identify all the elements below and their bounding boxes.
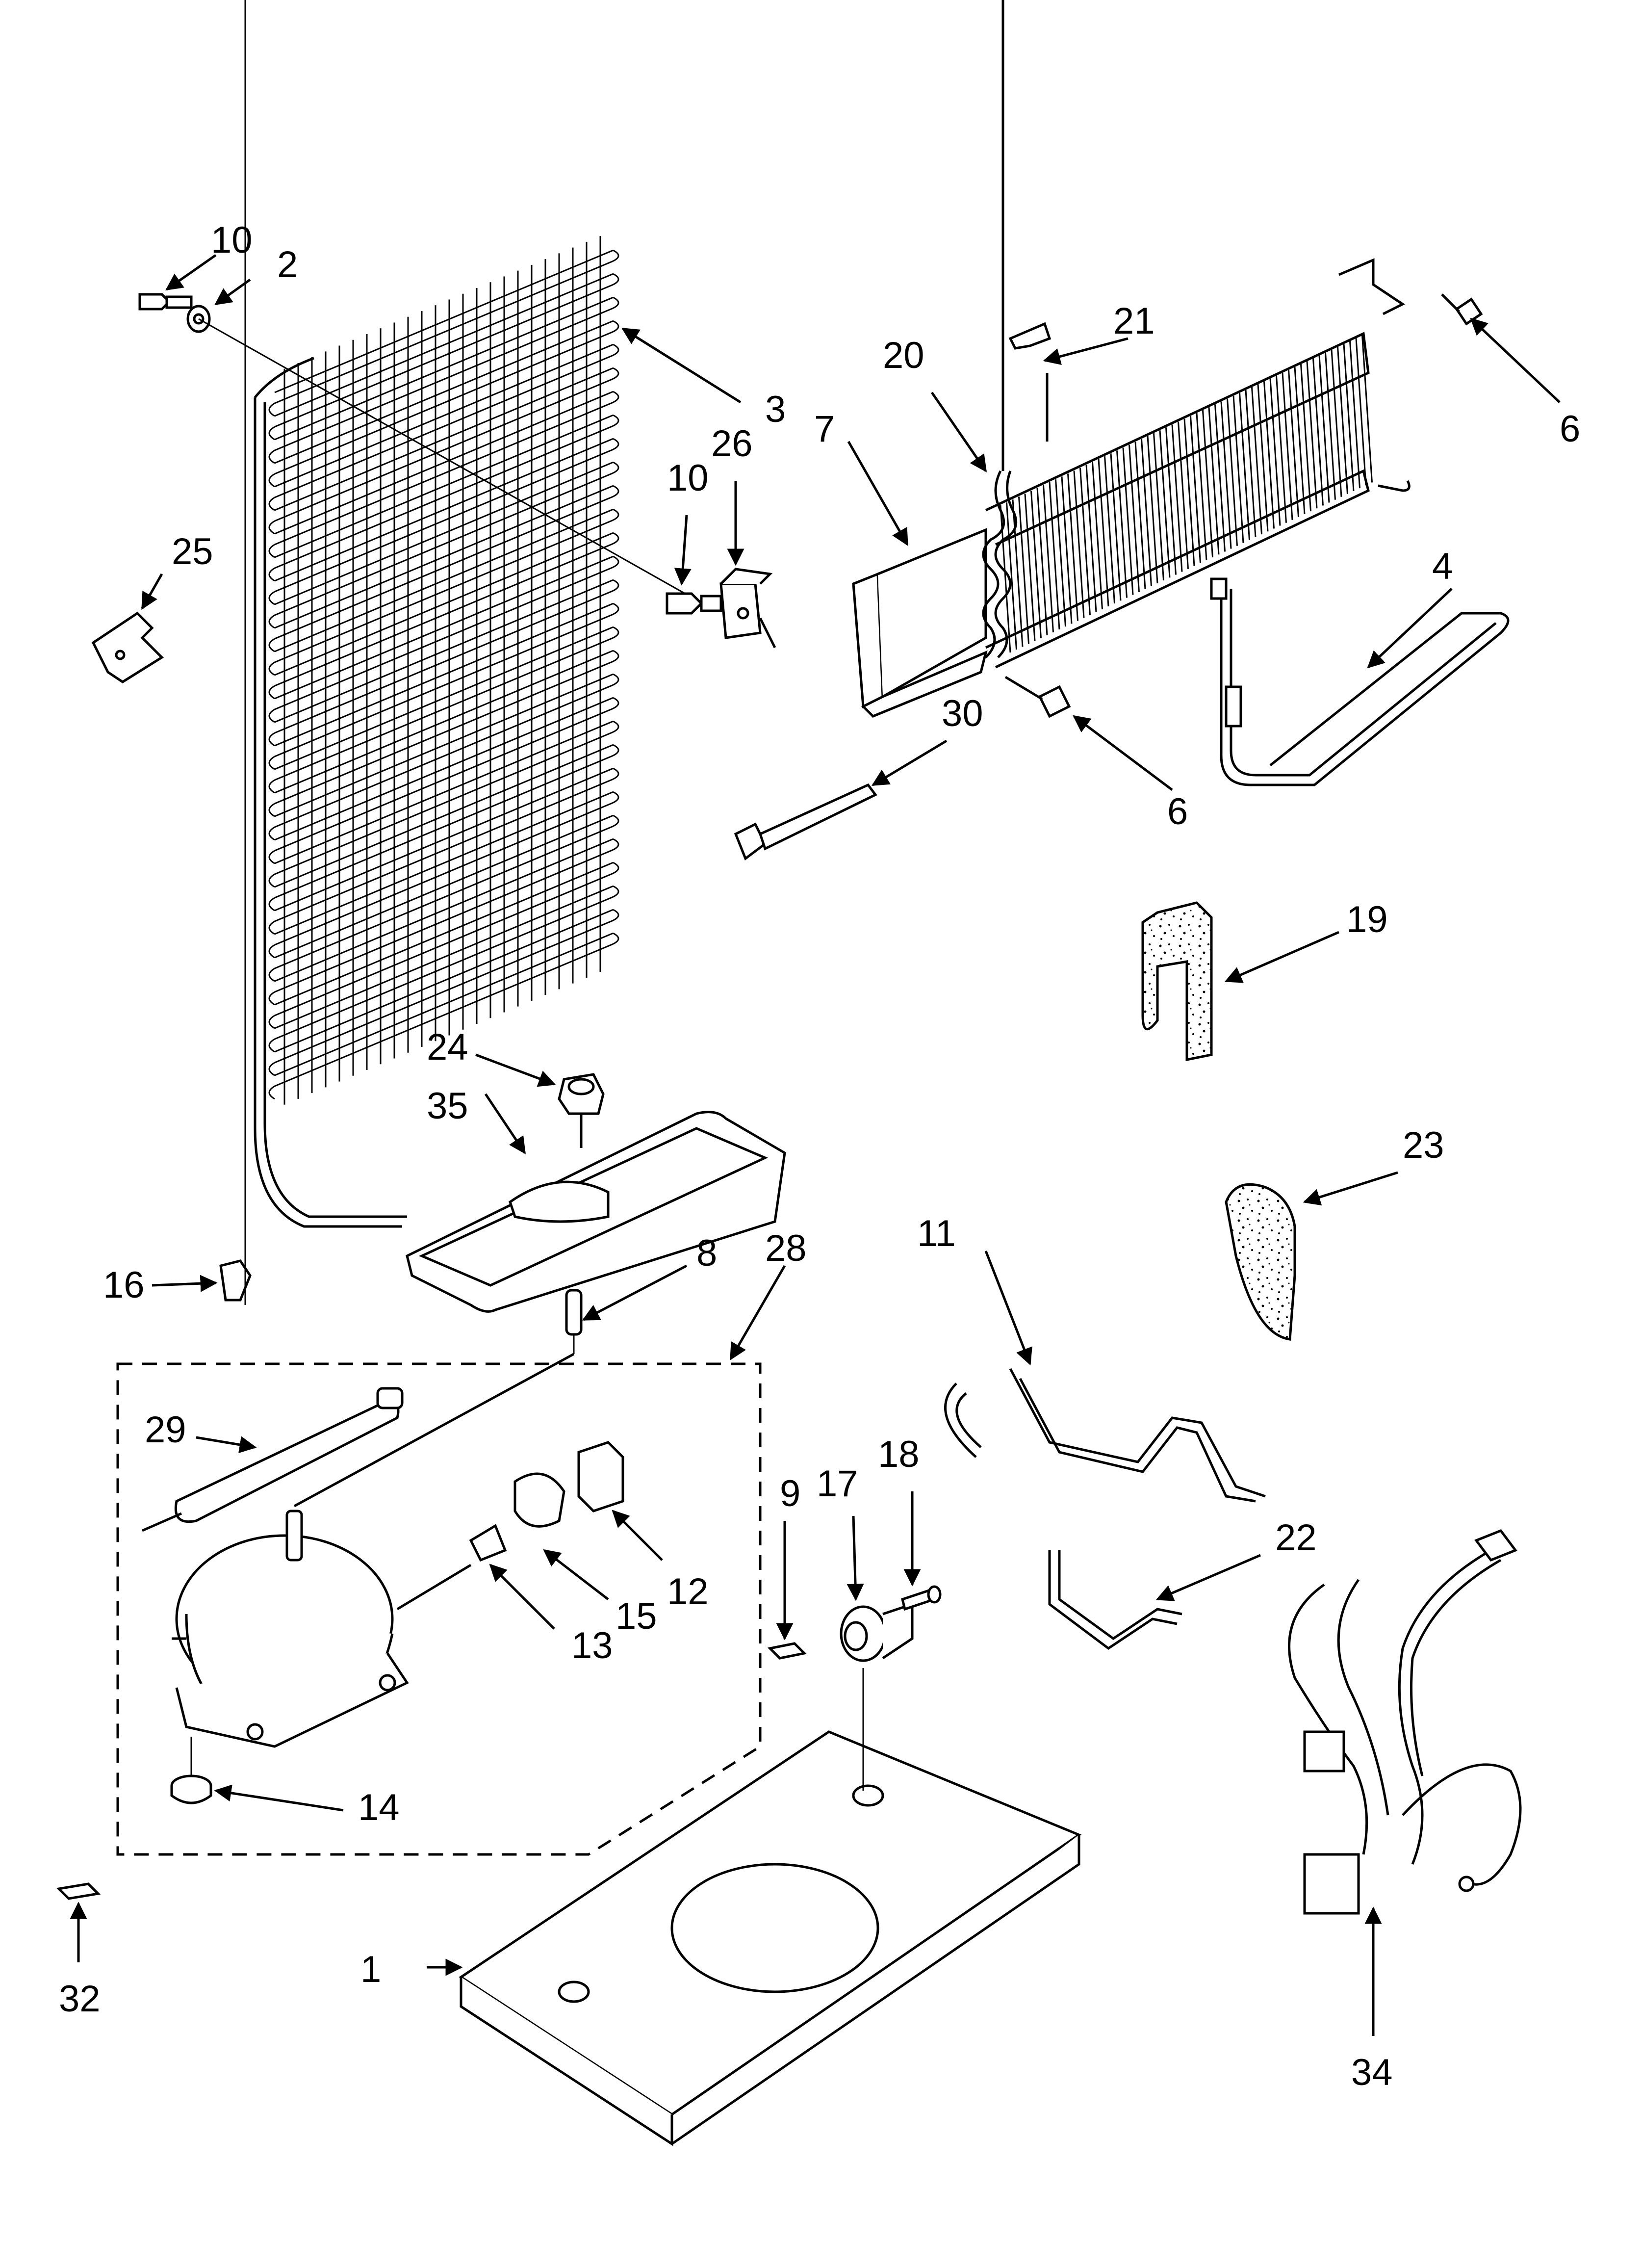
callout-2: 2 (277, 244, 298, 286)
callout-11: 11 (917, 1213, 956, 1254)
compressor (172, 1353, 575, 1748)
callout-26: 26 (711, 423, 753, 465)
callout-10-mid: 10 (667, 457, 709, 499)
axle-pin (901, 1585, 942, 1611)
overload-13 (469, 1524, 507, 1562)
bracket-26-screw (666, 568, 776, 649)
tube-11 (944, 1368, 1266, 1503)
clip-32 (56, 1882, 101, 1900)
foam-pad-19 (1141, 901, 1213, 1062)
relay-15 (513, 1472, 565, 1528)
callout-9: 9 (780, 1473, 800, 1514)
grommet-14 (170, 1737, 212, 1804)
leader-arrows (70, 254, 1561, 2036)
foam-pad-23 (1225, 1183, 1296, 1341)
roller-wheel (840, 1602, 914, 1662)
clip-9 (767, 1642, 807, 1660)
callout-23: 23 (1403, 1124, 1444, 1166)
callout-15: 15 (616, 1595, 657, 1637)
defrost-heater (1210, 577, 1510, 786)
callout-6-mid: 6 (1167, 791, 1188, 833)
evaporator (852, 258, 1411, 718)
base-tray (459, 1668, 1082, 2146)
tube-connector (565, 1289, 583, 1354)
callout-29: 29 (145, 1409, 186, 1451)
evaporator-tubes (982, 0, 1052, 658)
callout-32: 32 (59, 1978, 101, 2020)
evaporator-screw (1441, 293, 1483, 326)
callout-16: 16 (103, 1264, 145, 1306)
callout-1: 1 (360, 1949, 381, 1990)
callout-12: 12 (667, 1571, 709, 1613)
callout-24: 24 (427, 1026, 468, 1068)
callout-10-top: 10 (211, 219, 253, 261)
screw-6-lower (1004, 676, 1071, 718)
callout-21: 21 (1113, 300, 1155, 342)
callout-25: 25 (172, 531, 213, 573)
nut-24 (558, 1073, 605, 1148)
callout-30: 30 (942, 693, 983, 734)
callout-18: 18 (878, 1434, 920, 1475)
callout-14: 14 (358, 1787, 400, 1828)
bracket-25 (91, 611, 164, 683)
clip-16 (219, 0, 252, 1305)
callout-35: 35 (427, 1085, 468, 1127)
filter-drier (141, 1387, 404, 1532)
cable-tie (734, 783, 877, 860)
callout-13: 13 (571, 1625, 613, 1667)
callout-3: 3 (765, 389, 786, 430)
callout-17: 17 (817, 1463, 858, 1505)
drain-pan (406, 1111, 786, 1313)
callout-7: 7 (814, 408, 835, 450)
relay-cover-12 (577, 1441, 624, 1512)
callout-20: 20 (883, 335, 924, 376)
callout-34: 34 (1351, 2052, 1393, 2093)
callout-8: 8 (696, 1232, 717, 1274)
condenser-coil (254, 236, 619, 1228)
wire-harness (1288, 1529, 1522, 1915)
tube-22 (1048, 1550, 1182, 1650)
callout-22: 22 (1275, 1517, 1317, 1559)
callout-labels: 10 2 3 10 26 25 7 20 21 6 4 6 30 19 23 2… (59, 219, 1580, 2093)
callout-4: 4 (1432, 546, 1453, 587)
screw-grommet-top (138, 293, 712, 609)
callout-6-top: 6 (1560, 408, 1580, 450)
callout-19: 19 (1346, 899, 1388, 940)
callout-28: 28 (765, 1227, 807, 1269)
